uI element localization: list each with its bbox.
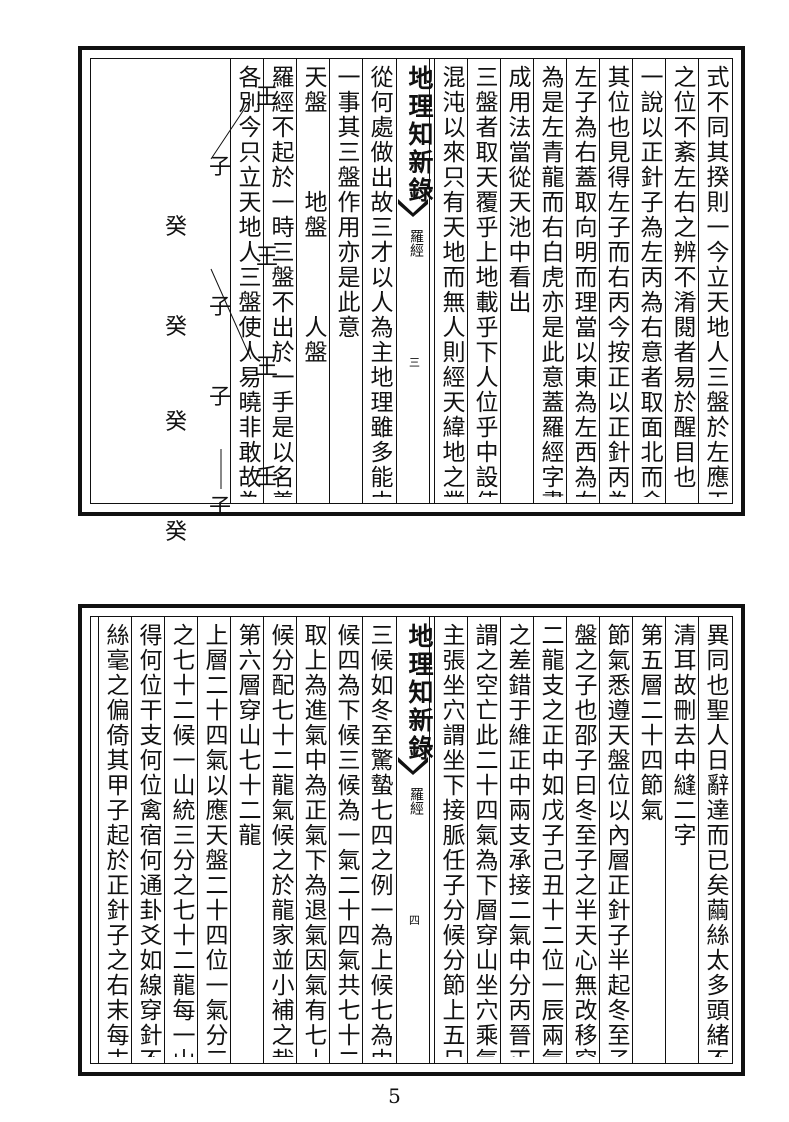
text-column: 混沌以來只有天地而無人則經天緯地之業 — [438, 65, 464, 497]
section-label: 羅經 — [408, 787, 424, 815]
bottom-page-frame: 地理知新錄羅經四 異同也聖人日辭達而已矣繭絲太多頭緒不清耳故刪去中縫二字第五層二十… — [78, 604, 745, 1076]
folio-number: 三 — [409, 356, 420, 369]
text-column: 節氣悉遵天盤位以內層正針子半起冬至子半者天 — [603, 623, 629, 1057]
text-column: 各別今只立天地人三盤使人易曉非敢故為 — [234, 65, 260, 497]
text-column: 之位不紊左右之辨不淆閱者易於醒目也 — [669, 65, 695, 490]
fishtail-mark-icon — [398, 757, 428, 775]
compass-diagram-char: 王 — [256, 245, 279, 270]
column-rule — [296, 59, 297, 503]
text-column: 從何處做出故三才以人為主地理雖多能中 — [366, 65, 392, 497]
compass-diagram-char: 子 — [209, 495, 232, 520]
column-rule — [500, 617, 501, 1063]
text-column: 候分配七十二龍氣候之於龍家並小補之哉 — [267, 623, 293, 1057]
text-column: 之七十二候一山統三分之七十二龍每一山穿 — [168, 623, 194, 1057]
column-rule — [632, 59, 633, 503]
book-title: 地理知新錄 — [405, 623, 434, 763]
text-column: 式不同其揆則一今立天地人三盤於左應天地 — [702, 65, 728, 497]
column-rule — [467, 617, 468, 1063]
text-column: 清耳故刪去中縫二字 — [669, 623, 695, 848]
bottom-page-border: 地理知新錄羅經四 異同也聖人日辭達而已矣繭絲太多頭緒不清耳故刪去中縫二字第五層二十… — [90, 616, 733, 1064]
column-rule — [131, 617, 132, 1063]
page-number: 5 — [388, 1084, 401, 1108]
column-rule — [263, 59, 264, 503]
column-rule — [296, 617, 297, 1063]
fishtail-mark-icon — [398, 199, 428, 217]
column-rule — [230, 617, 231, 1063]
text-column: 左子為右蓋取向明而理當以東為左西為右 — [570, 65, 596, 497]
column-rule — [467, 59, 468, 503]
text-column: 羅經不起於一時三盤不出於一手是以名義 — [267, 65, 293, 497]
column-rule — [263, 617, 264, 1063]
text-column: 上層二十四氣以應天盤二十四位一氣分三合 — [201, 623, 227, 1057]
column-rule — [434, 617, 435, 1063]
column-rule — [632, 617, 633, 1063]
compass-diagram-char: 壬 — [256, 465, 279, 490]
fold-center-strip: 地理知新錄羅經三 — [396, 59, 434, 503]
column-rule — [566, 617, 567, 1063]
column-rule — [98, 617, 99, 1063]
top-page-frame: 地理知新錄羅經三 式不同其揆則一今立天地人三盤於左應天地之位不紊左右之辨不淆閱者易… — [78, 46, 745, 545]
compass-diagram-char: 癸 — [165, 315, 188, 340]
text-column: 盤之子也邵子曰冬至子之半天心無改移穿山七十 — [570, 623, 596, 1057]
text-column: 一事其三盤作用亦是此意 — [333, 65, 359, 340]
section-label: 羅經 — [408, 229, 424, 257]
column-rule — [698, 59, 699, 503]
column-rule — [599, 617, 600, 1063]
text-column: 一說以正針子為左丙為右意者取面北而命 — [636, 65, 662, 497]
text-column: 異同也聖人日辭達而已矣繭絲太多頭緒不 — [702, 623, 728, 1057]
top-page-border: 地理知新錄羅經三 式不同其揆則一今立天地人三盤於左應天地之位不紊左右之辨不淆閱者易… — [90, 58, 733, 545]
column-rule — [230, 59, 231, 503]
text-column: 三盤者取天覆乎上地載乎下人位乎中設使 — [471, 65, 497, 497]
text-column: 天盤 地盤 人盤 — [300, 65, 326, 365]
column-rule — [329, 617, 330, 1063]
compass-diagram-char: 王 — [256, 85, 279, 110]
column-rule — [362, 617, 363, 1063]
column-rule — [665, 617, 666, 1063]
column-rule — [329, 59, 330, 503]
compass-diagram-char: 王 — [256, 355, 279, 380]
column-rule — [533, 617, 534, 1063]
column-rule — [197, 617, 198, 1063]
text-column: 取上為進氣中為正氣下為退氣因氣有七十二 — [300, 623, 326, 1057]
compass-diagram-char: 癸 — [165, 520, 188, 545]
column-rule — [665, 59, 666, 503]
compass-diagram-char: 子 — [209, 155, 232, 180]
column-rule — [500, 59, 501, 503]
column-rule — [164, 617, 165, 1063]
text-column: 之差錯于維正中兩支承接二氣中分丙晉正字 — [504, 623, 530, 1057]
column-rule — [566, 59, 567, 503]
text-column: 第五層二十四節氣 — [636, 623, 662, 823]
text-column: 其位也見得左子而右丙今按正以正針丙為 — [603, 65, 629, 497]
text-column: 得何位干支何位禽宿何通卦爻如線穿針不容 — [135, 623, 161, 1057]
column-rule — [434, 59, 435, 503]
column-rule — [599, 59, 600, 503]
folio-number: 四 — [409, 914, 420, 927]
text-column: 為是左青龍而右白虎亦是此意蓋羅經字畫雖從外面寫 — [537, 65, 563, 497]
compass-diagram-char: 癸 — [165, 215, 188, 240]
column-rule — [533, 59, 534, 503]
text-column: 謂之空亡此二十四氣為下層穿山坐穴乘氣之 — [471, 623, 497, 1057]
book-title: 地理知新錄 — [405, 65, 434, 205]
compass-diagram-char: 癸 — [165, 410, 188, 435]
text-column: 二龍支之正中如戊子己丑十二位一辰兩氣謂 — [537, 623, 563, 1057]
text-column: 絲毫之偏倚其甲子起於正針子之右末每支五 — [102, 623, 128, 1057]
fold-center-strip: 地理知新錄羅經四 — [396, 617, 434, 1063]
diagram-lines — [210, 98, 252, 489]
text-column: 成用法當從天池中看出 — [504, 65, 530, 315]
text-column: 主張坐穴謂坐下接脈任子分候分節上五日分上中下 — [438, 623, 464, 1057]
column-rule — [698, 617, 699, 1063]
column-rule — [362, 59, 363, 503]
text-column: 候四為下候三候為一氣二十四氣共七十二候 — [333, 623, 359, 1057]
compass-diagram-char: 子 — [209, 385, 232, 410]
text-column: 三候如冬至驚蟄七四之例一為上候七為中 — [366, 623, 392, 1057]
text-column: 第六層穿山七十二龍 — [234, 623, 260, 848]
